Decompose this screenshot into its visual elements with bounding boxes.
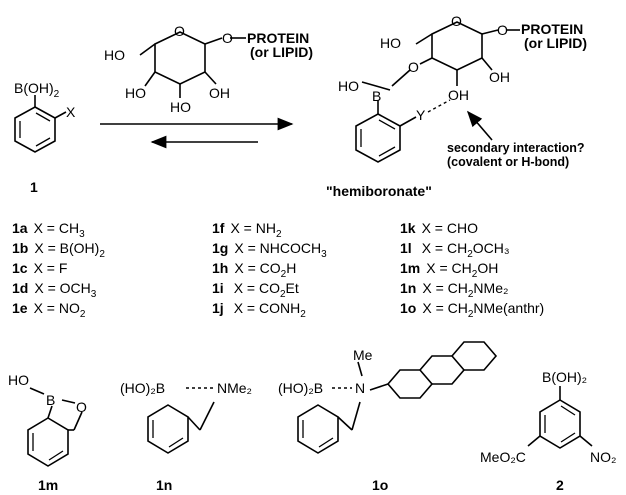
reactant-ring-o: O [174,23,185,39]
reactant-oh-right: OH [209,85,230,101]
reactant-ho-bottom: HO [170,99,191,115]
structure-1o-hob: (HO)₂B [278,380,323,396]
product-y-label: Y [416,107,426,123]
structure-1m-b: B [46,392,55,408]
reactant-protein-label: PROTEIN [247,30,309,46]
structure-1n-hob: (HO)₂B [120,380,165,396]
product-b-label: B [372,88,381,104]
product-lipid-label: (or LIPID) [524,35,587,51]
product-ring-o: O [451,13,462,29]
secondary-interaction-label: secondary interaction? [447,141,585,155]
structure-1o-label: 1o [372,477,388,493]
hemiboronate-label: "hemiboronate" [326,183,432,199]
reactant-anomeric-o: O [222,30,233,46]
structure-2-label: 2 [556,477,564,493]
product-ho-label: HO [380,35,401,51]
compound-1-label: 1 [30,179,38,195]
structure-1o-me: Me [353,347,373,363]
structure-2 [527,386,593,449]
product-oh-right: OH [489,69,510,85]
structure-1m-label: 1m [38,477,58,493]
compound-1-x: X [66,104,76,120]
structure-2-meo2c: MeO₂C [480,449,526,465]
product-ho-b: HO [338,78,359,94]
product-boronate-ring [355,81,451,163]
compound-1-ring [14,95,67,153]
reactant-ho-label: HO [104,47,125,63]
reactant-lipid-label: (or LIPID) [250,44,313,60]
product-protein-label: PROTEIN [521,21,583,37]
reactant-sugar [139,31,246,98]
structure-1m-o: O [76,399,87,415]
equilibrium-arrows [100,117,294,149]
product-o-ester: O [408,59,419,75]
product-oh-bottom: OH [448,87,469,103]
structure-1n-nme2: NMe₂ [217,380,252,396]
structure-1o [297,341,498,454]
product-sugar [391,21,520,87]
structure-2-no2: NO₂ [590,449,616,465]
reactant-ho-left: HO [125,85,146,101]
structure-1n-label: 1n [156,477,172,493]
structure-2-boh2: B(OH)₂ [542,369,587,385]
compound-1-boh2: B(OH)2 [14,80,60,100]
secondary-interaction-arrow [466,110,493,141]
structure-1n [147,387,216,454]
product-anomeric-o: O [497,22,508,38]
structure-1o-n: N [355,380,365,396]
structure-1m-ho: HO [8,372,29,388]
structure-1m [27,387,83,467]
secondary-interaction-note: (covalent or H-bond) [447,155,569,169]
